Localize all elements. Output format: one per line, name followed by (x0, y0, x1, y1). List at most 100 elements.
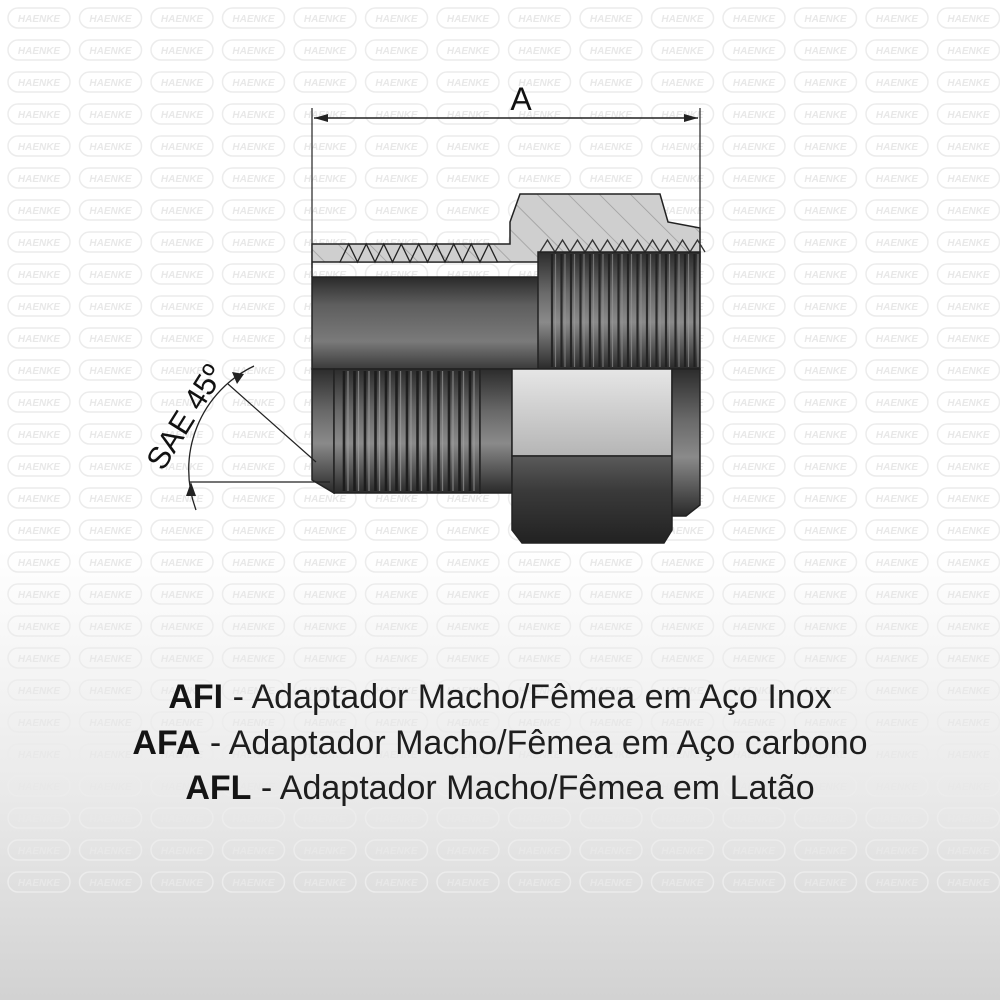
watermark-tile: HAENKE (793, 615, 858, 637)
watermark-tile: HAENKE (78, 615, 143, 637)
svg-text:HAENKE: HAENKE (161, 718, 204, 729)
svg-text:HAENKE: HAENKE (89, 590, 132, 601)
svg-text:HAENKE: HAENKE (89, 302, 132, 313)
watermark-tile: HAENKE (364, 103, 429, 125)
svg-text:HAENKE: HAENKE (876, 590, 919, 601)
watermark-tile: HAENKE (722, 135, 786, 157)
svg-text:HAENKE: HAENKE (590, 814, 633, 825)
watermark-tile: HAENKE (7, 711, 71, 733)
watermark-tile: HAENKE (78, 71, 143, 93)
svg-text:HAENKE: HAENKE (89, 462, 132, 473)
svg-text:HAENKE: HAENKE (947, 334, 990, 345)
svg-text:HAENKE: HAENKE (661, 686, 704, 697)
svg-text:HAENKE: HAENKE (804, 654, 847, 665)
watermark-tile: HAENKE (507, 807, 572, 829)
svg-text:HAENKE: HAENKE (304, 494, 347, 505)
svg-text:HAENKE: HAENKE (18, 590, 61, 601)
svg-text:HAENKE: HAENKE (18, 14, 61, 25)
watermark-tile: HAENKE (221, 743, 286, 765)
watermark-tile: HAENKE (579, 807, 643, 829)
watermark-tile: HAENKE (7, 327, 71, 349)
svg-text:HAENKE: HAENKE (18, 270, 61, 281)
watermark-tile: HAENKE (78, 871, 143, 893)
watermark-tile: HAENKE (793, 743, 858, 765)
svg-text:HAENKE: HAENKE (804, 270, 847, 281)
svg-text:HAENKE: HAENKE (661, 526, 704, 537)
watermark-tile: HAENKE (221, 391, 286, 413)
watermark-tile: HAENKE (221, 839, 286, 861)
watermark-tile: HAENKE (507, 647, 572, 669)
watermark-tile: HAENKE (579, 39, 643, 61)
watermark-tile: HAENKE (78, 263, 143, 285)
svg-text:HAENKE: HAENKE (304, 142, 347, 153)
watermark-tile: HAENKE (7, 167, 71, 189)
watermark-tile: HAENKE (507, 615, 572, 637)
watermark-tile: HAENKE (78, 39, 143, 61)
watermark-tile: HAENKE (221, 327, 286, 349)
caption-text: - Adaptador Macho/Fêmea em Aço carbono (209, 724, 868, 762)
watermark-tile: HAENKE (364, 135, 429, 157)
svg-text:HAENKE: HAENKE (18, 398, 61, 409)
svg-text:HAENKE: HAENKE (876, 334, 919, 345)
svg-text:HAENKE: HAENKE (590, 14, 633, 25)
svg-text:HAENKE: HAENKE (804, 718, 847, 729)
watermark-tile: HAENKE (293, 199, 357, 221)
watermark-tile: HAENKE (221, 7, 286, 29)
svg-text:HAENKE: HAENKE (18, 46, 61, 57)
svg-text:HAENKE: HAENKE (661, 590, 704, 601)
svg-text:HAENKE: HAENKE (661, 622, 704, 633)
watermark-tile: HAENKE (436, 775, 500, 797)
svg-text:HAENKE: HAENKE (304, 654, 347, 665)
svg-text:HAENKE: HAENKE (161, 14, 204, 25)
svg-text:HAENKE: HAENKE (89, 846, 132, 857)
watermark-tile: HAENKE (650, 743, 715, 765)
watermark-tile: HAENKE (293, 71, 357, 93)
watermark-tile: HAENKE (7, 231, 71, 253)
male-thread-section (338, 242, 499, 264)
watermark-tile: HAENKE (436, 807, 500, 829)
svg-text:HAENKE: HAENKE (947, 302, 990, 313)
svg-text:HAENKE: HAENKE (590, 750, 633, 761)
svg-text:HAENKE: HAENKE (518, 750, 561, 761)
watermark-tile: HAENKE (78, 647, 143, 669)
svg-text:HAENKE: HAENKE (947, 718, 990, 729)
watermark-tile: HAENKE (579, 647, 643, 669)
watermark-tile: HAENKE (793, 295, 858, 317)
watermark-tile: HAENKE (150, 391, 214, 413)
watermark-tile: HAENKE (793, 807, 858, 829)
svg-text:HAENKE: HAENKE (947, 206, 990, 217)
svg-text:HAENKE: HAENKE (876, 430, 919, 441)
svg-text:HAENKE: HAENKE (947, 494, 990, 505)
svg-text:HAENKE: HAENKE (804, 846, 847, 857)
svg-text:HAENKE: HAENKE (590, 654, 633, 665)
watermark-tile: HAENKE (865, 647, 929, 669)
svg-text:HAENKE: HAENKE (876, 558, 919, 569)
svg-text:HAENKE: HAENKE (89, 430, 132, 441)
svg-text:HAENKE: HAENKE (804, 622, 847, 633)
watermark-tile: HAENKE (507, 135, 572, 157)
svg-text:HAENKE: HAENKE (518, 78, 561, 89)
watermark-tile: HAENKE (793, 103, 858, 125)
svg-text:HAENKE: HAENKE (661, 110, 704, 121)
watermark-tile: HAENKE (722, 359, 786, 381)
watermark-tile: HAENKE (507, 167, 572, 189)
watermark-tile: HAENKE (722, 743, 786, 765)
watermark-tile: HAENKE (78, 487, 143, 509)
svg-text:HAENKE: HAENKE (590, 174, 633, 185)
svg-text:HAENKE: HAENKE (876, 142, 919, 153)
watermark-tile: HAENKE (364, 743, 429, 765)
svg-text:HAENKE: HAENKE (18, 206, 61, 217)
svg-text:HAENKE: HAENKE (161, 46, 204, 57)
hex-lower-face (511, 455, 673, 544)
svg-text:HAENKE: HAENKE (804, 686, 847, 697)
svg-text:HAENKE: HAENKE (375, 142, 418, 153)
svg-text:HAENKE: HAENKE (89, 782, 132, 793)
watermark-tile: HAENKE (436, 871, 500, 893)
svg-text:HAENKE: HAENKE (447, 46, 490, 57)
watermark-tile: HAENKE (78, 679, 143, 701)
svg-text:HAENKE: HAENKE (733, 462, 776, 473)
watermark-tile: HAENKE (436, 583, 500, 605)
svg-text:HAENKE: HAENKE (947, 654, 990, 665)
watermark-tile: HAENKE (865, 487, 929, 509)
